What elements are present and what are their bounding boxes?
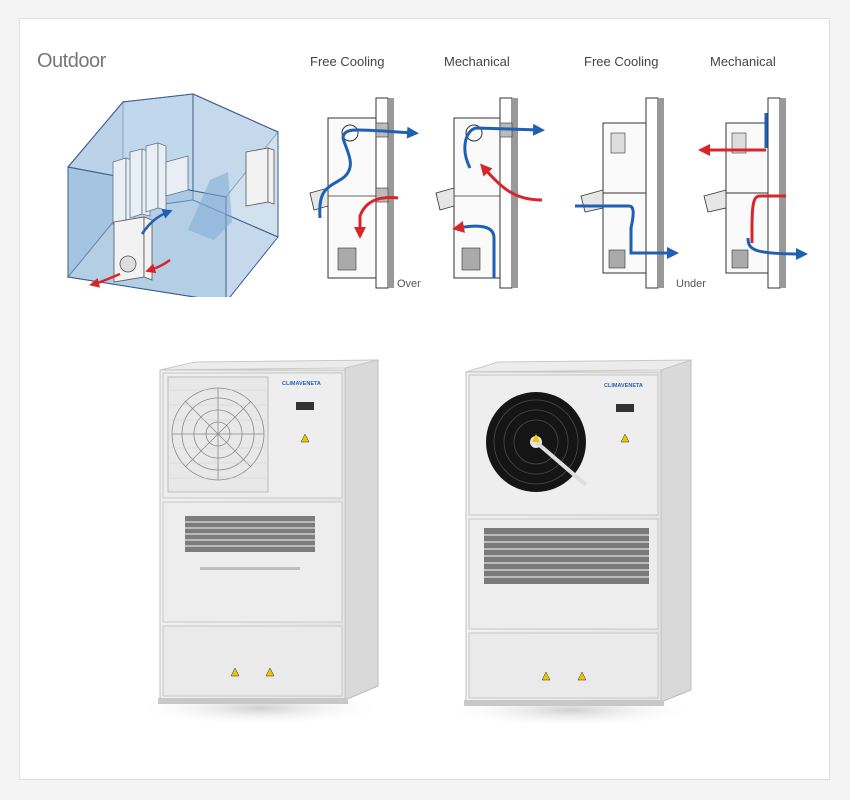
cabinet-top bbox=[465, 359, 692, 373]
free-cooling-under-schematic bbox=[575, 97, 679, 289]
unit-photo-right: CLIMAVENETA bbox=[443, 359, 699, 728]
base-foot bbox=[464, 700, 664, 706]
warning-icon-left bbox=[230, 667, 240, 677]
lower-panel bbox=[468, 632, 659, 699]
display-screen bbox=[616, 404, 634, 412]
free-cooling-over-schematic bbox=[309, 97, 419, 289]
building-wall bbox=[645, 97, 659, 289]
outdoor-label: Outdoor bbox=[37, 50, 106, 72]
cool-air-out bbox=[746, 237, 808, 260]
mechanical-over-label: Mechanical bbox=[444, 54, 510, 69]
warm-air-arrow-out bbox=[89, 272, 121, 288]
coil bbox=[731, 132, 747, 154]
lower-panel bbox=[162, 625, 343, 697]
wall-hatch bbox=[658, 98, 664, 288]
base-foot bbox=[158, 698, 348, 704]
compressor bbox=[337, 247, 357, 271]
warm-air-in bbox=[750, 194, 786, 243]
cool-air-arrow bbox=[140, 209, 173, 235]
brand-logo: CLIMAVENETA bbox=[604, 383, 643, 389]
fan-icon bbox=[486, 392, 588, 492]
warning-icon-right bbox=[265, 667, 275, 677]
warning-icon-right bbox=[577, 671, 587, 681]
warm-air-arrow-in bbox=[145, 258, 171, 274]
wall-hatch bbox=[780, 98, 786, 288]
cabinet-side bbox=[344, 359, 379, 701]
cabinet-side bbox=[660, 359, 692, 703]
wall-hatch bbox=[388, 98, 394, 288]
mechanical-under-label: Mechanical bbox=[710, 54, 776, 69]
display-screen bbox=[296, 402, 314, 410]
wall-unit-right bbox=[245, 147, 275, 207]
cabinet-top bbox=[159, 359, 379, 371]
outdoor-room-illustration bbox=[67, 93, 279, 297]
warning-icon bbox=[300, 433, 310, 443]
brand-logo: CLIMAVENETA bbox=[282, 381, 321, 387]
compressor bbox=[608, 249, 626, 269]
free-cooling-over-label: Free Cooling bbox=[310, 54, 385, 69]
compressor bbox=[461, 247, 481, 271]
fan bbox=[465, 124, 483, 142]
mechanical-under-schematic bbox=[698, 97, 808, 289]
under-group-label: Under bbox=[676, 278, 706, 290]
inlet-hood bbox=[703, 189, 727, 213]
free-cooling-under-label: Free Cooling bbox=[584, 54, 659, 69]
return-air-path bbox=[452, 221, 496, 278]
over-group-label: Over bbox=[397, 278, 421, 290]
mechanical-over-schematic bbox=[435, 97, 545, 289]
inlet-hood bbox=[435, 187, 455, 211]
coil bbox=[610, 132, 626, 154]
unit-upper bbox=[725, 122, 769, 194]
compressor bbox=[731, 249, 749, 269]
building-wall bbox=[767, 97, 781, 289]
warning-icon-left bbox=[541, 671, 551, 681]
cool-air-path bbox=[575, 204, 679, 259]
airflow-plume bbox=[188, 172, 232, 240]
warm-air-path bbox=[354, 196, 399, 239]
warning-icon bbox=[620, 433, 630, 443]
warm-air-path bbox=[479, 163, 543, 202]
cool-air-path bbox=[318, 126, 419, 219]
handle-bar bbox=[200, 567, 300, 570]
inlet-hood bbox=[580, 189, 604, 213]
cool-air-path bbox=[463, 123, 545, 169]
unit-photo-left: CLIMAVENETA bbox=[135, 359, 385, 726]
fan bbox=[341, 124, 359, 142]
fan-icon bbox=[171, 387, 265, 481]
